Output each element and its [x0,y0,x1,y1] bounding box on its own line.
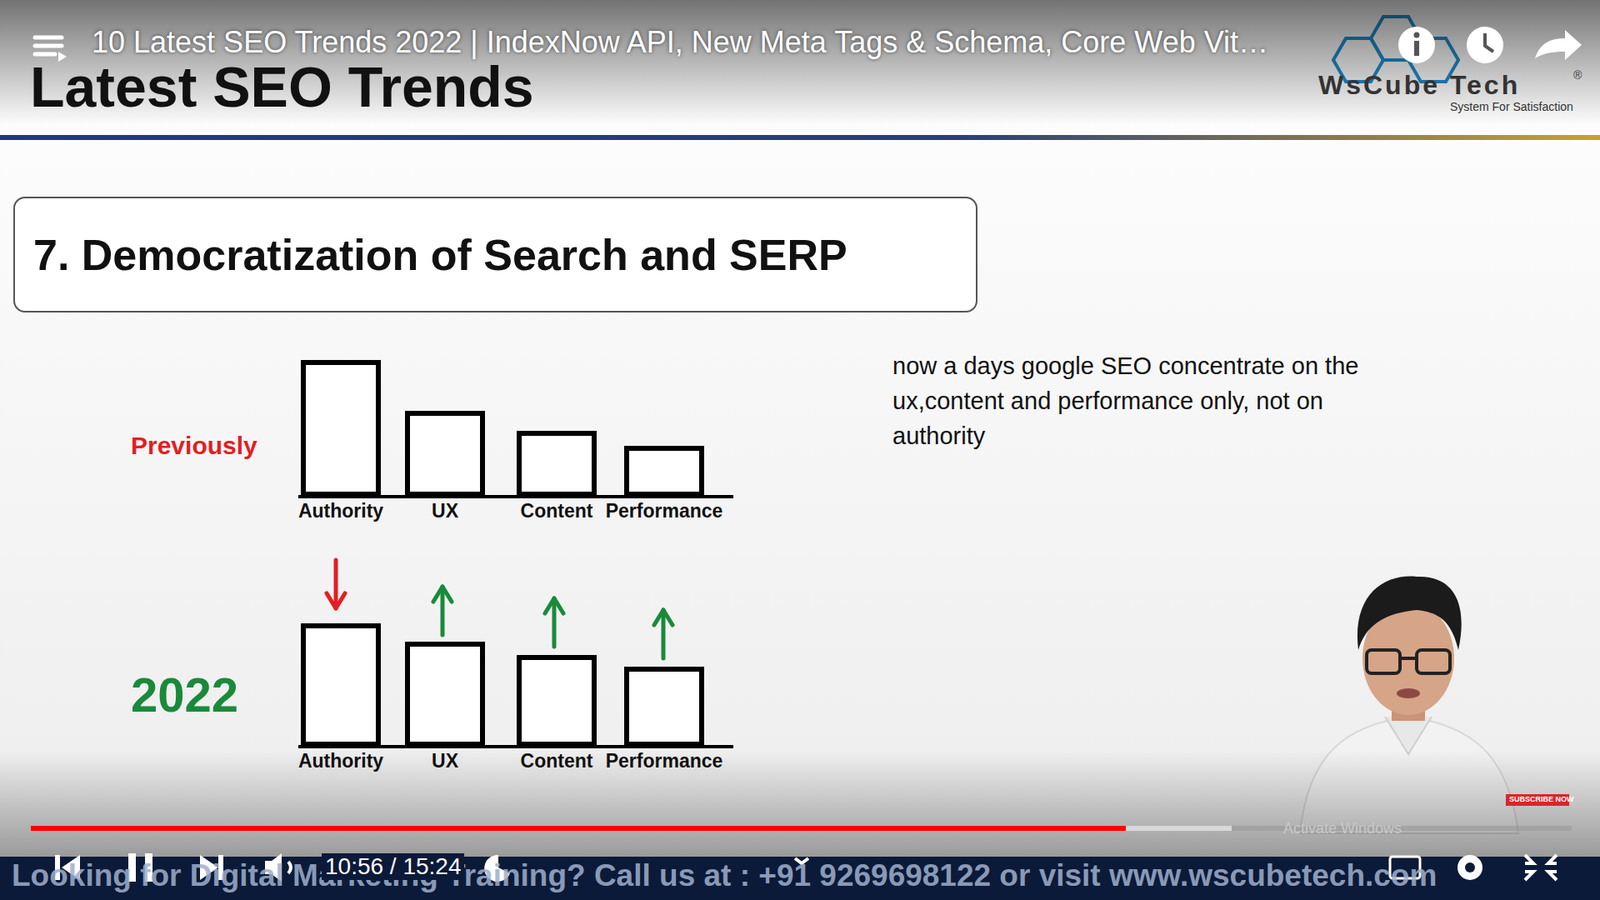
registered-mark: ® [1573,68,1582,82]
bar-column: UX [405,410,485,497]
video-title: 10 Latest SEO Trends 2022 | IndexNow API… [91,25,1269,60]
slide-title: 7. Democratization of Search and SERP [15,230,848,280]
bar-column: Performance [624,666,705,747]
logo-name: WsCube Tech [1318,70,1520,101]
bar-column: Content [516,655,597,747]
bar-column: Authority [300,623,381,747]
time-display: 10:56 / 15:24 [321,853,465,880]
bar-column: Performance [624,445,705,497]
ticker-text: Looking for Digital Marketing Training? … [11,858,1437,894]
logo-tagline: System For Satisfaction [1450,100,1574,114]
bar-column: Authority [300,360,381,497]
axis-label: Authority [298,500,384,523]
axis-label: Performance [605,750,724,773]
axis-label: Content [520,750,594,773]
title-box: 7. Democratization of Search and SERP [13,196,978,313]
axis-label: UX [431,750,459,773]
row-label: 2022 [130,666,239,723]
note-text: now a days google SEO concentrate on the… [892,348,1393,454]
slide-heading: Latest SEO Trends [30,58,535,115]
row-label: Previously [130,431,258,460]
watermark: Activate Windows [1283,820,1402,838]
subscribe-badge: SUBSCRIBE NOW [1509,795,1575,804]
axis-label: UX [431,500,459,523]
axis-label: Content [520,500,594,523]
bar-column: UX [405,641,485,747]
bar-column: Content [516,430,597,497]
axis-label: Performance [605,500,724,523]
axis-label: Authority [298,750,384,773]
